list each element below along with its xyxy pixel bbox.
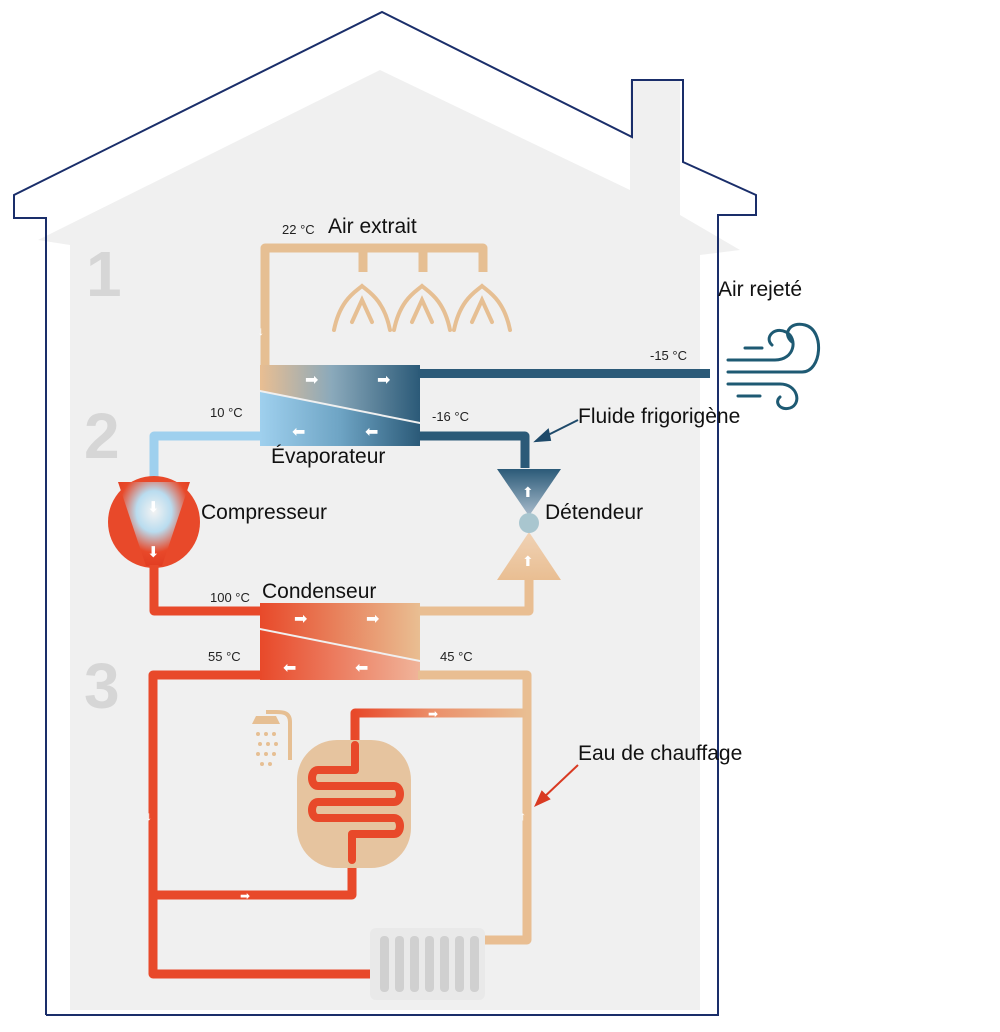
fluide-callout-arrow <box>533 419 579 443</box>
condenser-top <box>260 603 420 660</box>
zone-number-2: 2 <box>84 400 120 472</box>
arrow-cond-4: ⬅ <box>355 660 368 677</box>
temp-air-extrait: 22 °C <box>282 222 315 237</box>
label-compresseur: Compresseur <box>201 501 327 524</box>
temp-evap-in: 10 °C <box>210 405 243 420</box>
shower-icon <box>252 710 292 766</box>
temp-water-hot: 55 °C <box>208 649 241 664</box>
label-fluide: Fluide frigorigène <box>578 405 740 428</box>
arrow-valve-1: ⬆ <box>522 484 534 500</box>
tank-coil <box>308 741 404 864</box>
air-extract-vents <box>332 283 512 332</box>
hot-water-branch <box>153 860 357 900</box>
evaporator-bottom <box>260 392 420 446</box>
arrow-water-2: ➡ <box>240 889 250 903</box>
arrow-cond-2: ➡ <box>366 611 379 628</box>
label-evaporateur: Évaporateur <box>271 445 385 468</box>
zone-number-1: 1 <box>86 238 122 310</box>
eau-callout-arrow <box>533 764 579 808</box>
zone-number-3: 3 <box>84 650 120 722</box>
radiator-icon <box>370 928 485 1000</box>
refrigerant-cold-line <box>420 431 530 468</box>
refrigerant-suction-line <box>149 431 260 485</box>
label-detendeur: Détendeur <box>545 501 643 524</box>
arrow-comp-2: ⬇ <box>147 544 160 561</box>
arrow-evap-3: ⬅ <box>292 424 305 441</box>
arrow-comp-1: ⬇ <box>147 499 160 516</box>
arrow-water-1: ↓ <box>146 809 152 823</box>
temp-cond-in: 100 °C <box>210 590 250 605</box>
arrow-evap-4: ⬅ <box>365 424 378 441</box>
air-exhaust-duct <box>418 369 710 378</box>
house-background <box>38 70 740 1010</box>
label-condenseur: Condenseur <box>262 580 376 603</box>
expansion-valve-icon <box>497 469 561 516</box>
tank-supply-line <box>350 708 527 745</box>
wind-icon <box>726 322 820 411</box>
compressor-funnel <box>118 482 190 566</box>
arrow-cond-3: ⬅ <box>283 660 296 677</box>
label-air-rejete: Air rejeté <box>718 278 802 301</box>
hot-water-line <box>148 670 375 979</box>
arrow-water-4: ➡ <box>428 707 438 721</box>
arrow-valve-2: ⬆ <box>522 553 534 569</box>
arrow-air-down: ↓ <box>258 324 264 338</box>
air-extract-duct <box>260 243 488 380</box>
return-water-line <box>418 670 532 945</box>
arrow-evap-2: ➡ <box>377 372 390 389</box>
refrigerant-hot-line <box>149 565 262 616</box>
label-air-extrait: Air extrait <box>328 215 417 238</box>
expansion-valve-core <box>519 513 539 533</box>
label-eau-chauffage: Eau de chauffage <box>578 742 742 765</box>
temp-evap-out: -16 °C <box>432 409 469 424</box>
temp-air-rejete: -15 °C <box>650 348 687 363</box>
temp-water-return: 45 °C <box>440 649 473 664</box>
arrow-water-3: ↑ <box>520 809 526 823</box>
arrow-cond-1: ➡ <box>294 611 307 628</box>
arrow-evap-1: ➡ <box>305 372 318 389</box>
expansion-valve-bottom <box>497 532 561 580</box>
condenser-bottom <box>260 630 420 680</box>
evaporator-top <box>260 365 420 422</box>
house-outline <box>13 10 757 1016</box>
refrigerant-return-line <box>418 580 534 616</box>
